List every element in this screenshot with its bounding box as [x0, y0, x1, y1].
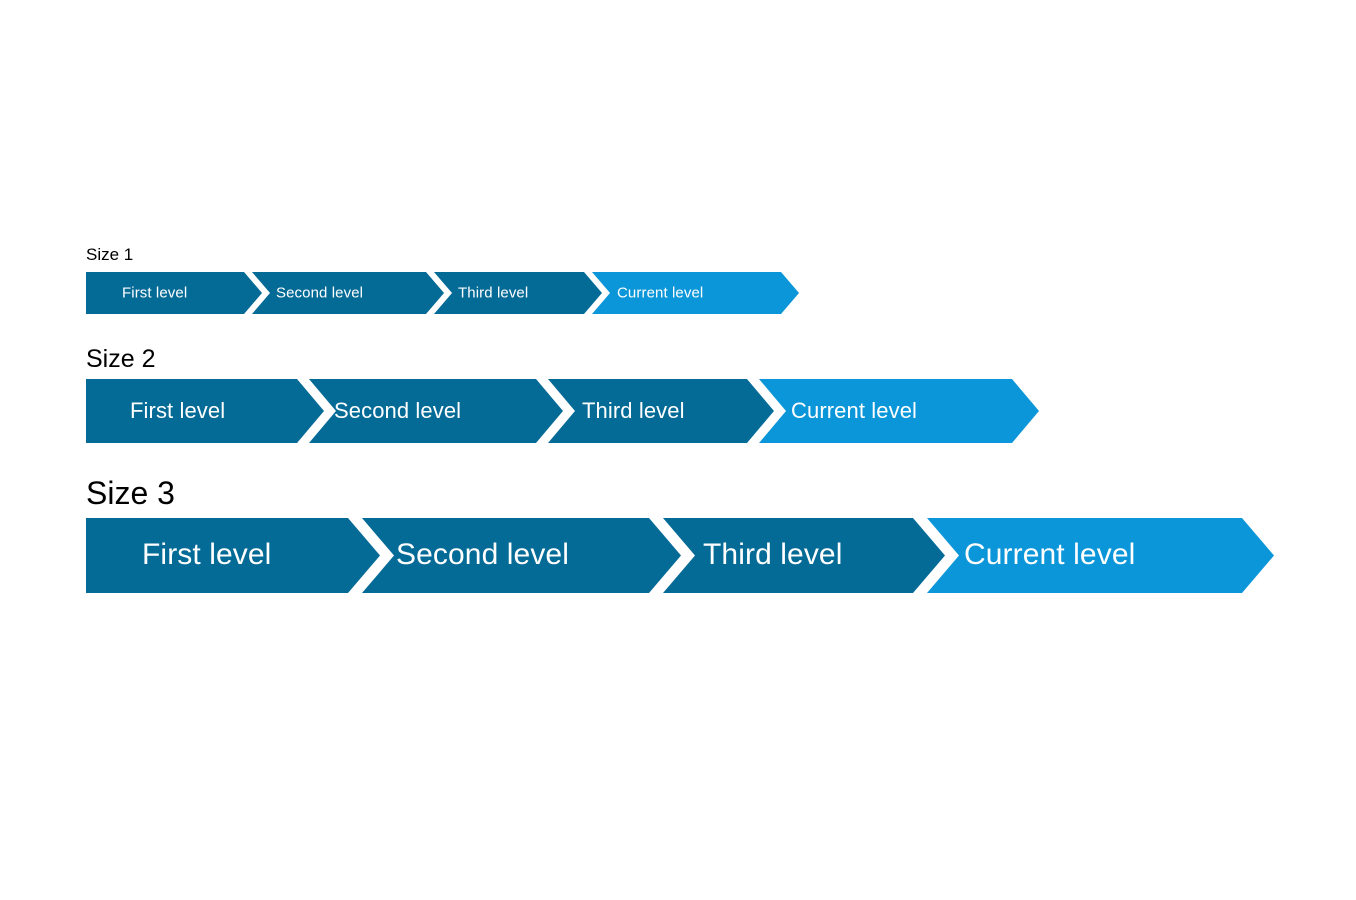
breadcrumb-chevron-separator-icon	[747, 379, 786, 444]
breadcrumb-step-1-shape[interactable]	[86, 379, 324, 444]
breadcrumb-rail-svg	[86, 271, 799, 314]
breadcrumb-step-3-shape[interactable]	[649, 517, 945, 593]
breadcrumb-chevron-separator-icon	[297, 379, 336, 444]
breadcrumb-rail-svg	[86, 517, 1274, 593]
breadcrumb-step-2-shape[interactable]	[297, 379, 563, 444]
breadcrumb-chevron-separator-icon	[584, 271, 610, 314]
breadcrumb-step-2-shape[interactable]	[348, 517, 681, 593]
breadcrumb-step-1-shape[interactable]	[86, 271, 262, 314]
breadcrumb-rail-svg	[86, 379, 1039, 444]
size-3-label: Size 3	[86, 475, 175, 511]
breadcrumb-step-3-shape[interactable]	[536, 379, 774, 444]
breadcrumb-step-1-shape[interactable]	[86, 517, 380, 593]
breadcrumb-chevron-separator-icon	[348, 517, 394, 593]
size-1-label: Size 1	[86, 245, 134, 264]
breadcrumb-step-4-shape[interactable]	[584, 271, 799, 314]
breadcrumb-chevron-separator-icon	[649, 517, 695, 593]
breadcrumb-step-3-shape[interactable]	[426, 271, 602, 314]
breadcrumb-step-2-shape[interactable]	[244, 271, 444, 314]
breadcrumb-step-4-shape[interactable]	[747, 379, 1039, 444]
breadcrumb-chevron-separator-icon	[913, 517, 959, 593]
breadcrumb-chevron-separator-icon	[244, 271, 270, 314]
breadcrumb-chevron-separator-icon	[536, 379, 575, 444]
size-2-label: Size 2	[86, 345, 156, 373]
breadcrumb-chevron-separator-icon	[426, 271, 452, 314]
breadcrumb-step-4-shape[interactable]	[913, 517, 1274, 593]
